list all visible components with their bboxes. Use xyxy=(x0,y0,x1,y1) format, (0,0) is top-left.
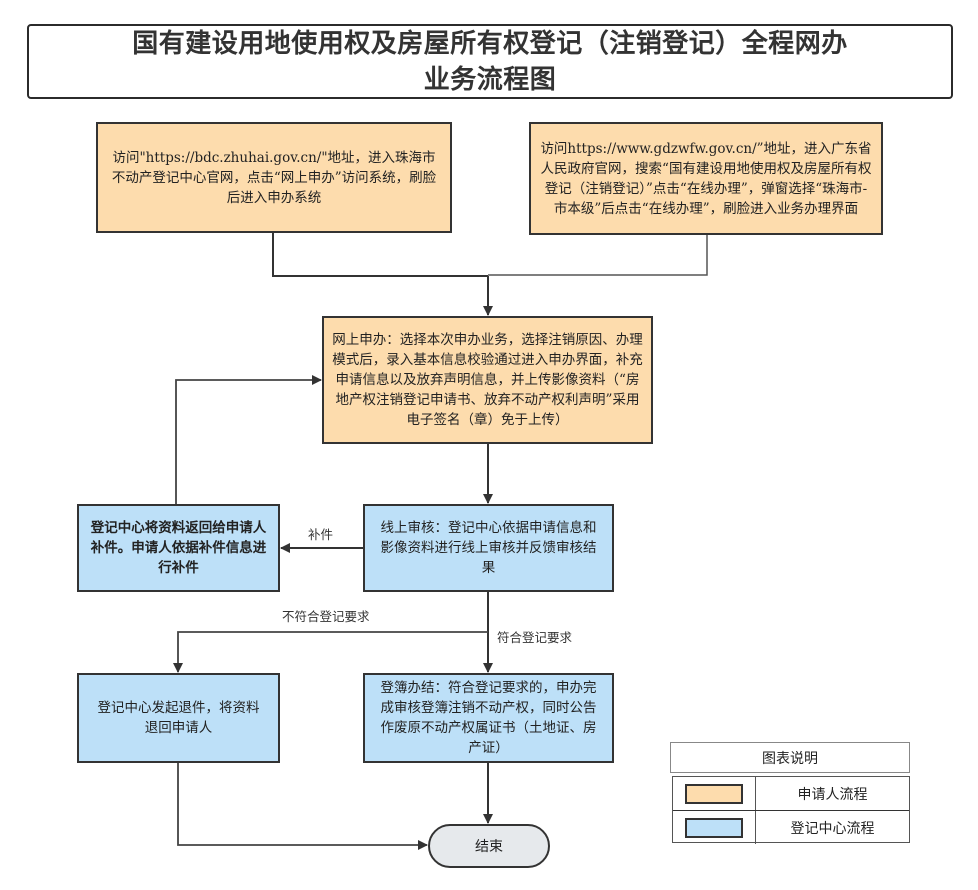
diagram-title-line1: 国有建设用地使用权及房屋所有权登记（注销登记）全程网办 xyxy=(132,28,848,59)
edge-label-supplement: 补件 xyxy=(308,527,334,542)
legend-row-center: 登记中心流程 xyxy=(673,811,909,844)
edge-return-to-end xyxy=(177,762,428,850)
edge-label-not-compliant: 不符合登记要求 xyxy=(282,609,370,624)
edge-gdzwfw-to-apply xyxy=(488,234,708,276)
node-access-gdzwfw-text: 访问https://www.gdzwfw.gov.cn/”地址，进入广东省人民政… xyxy=(540,140,872,217)
legend-label-center: 登记中心流程 xyxy=(790,820,875,837)
node-end-text: 结束 xyxy=(475,839,503,855)
legend-row-applicant: 申请人流程 xyxy=(673,777,909,811)
legend-label-applicant: 申请人流程 xyxy=(797,786,868,803)
node-end-terminal: 结束 xyxy=(428,824,550,868)
node-access-zhuhai: 访问"https://bdc.zhuhai.gov.cn/"地址，进入珠海市不动… xyxy=(96,122,452,233)
node-return-case: 登记中心发起退件，将资料退回申请人 xyxy=(77,673,280,763)
node-online-apply-text: 网上申办：选择本次申办业务，选择注销原因、办理模式后，录入基本信息校验通过进入申… xyxy=(332,332,643,428)
legend-swatch-cell xyxy=(673,811,756,844)
legend-table: 申请人流程 登记中心流程 xyxy=(672,776,910,844)
node-online-apply: 网上申办：选择本次申办业务，选择注销原因、办理模式后，录入基本信息校验通过进入申… xyxy=(322,316,653,444)
edge-zhuhai-to-apply xyxy=(272,232,488,277)
node-register-complete: 登簿办结：符合登记要求的，申办完成审核登簿注销不动产权，同时公告作废原不动产权属… xyxy=(363,673,614,763)
node-access-gdzwfw: 访问https://www.gdzwfw.gov.cn/”地址，进入广东省人民政… xyxy=(529,122,883,235)
node-online-review: 线上审核：登记中心依据申请信息和影像资料进行线上审核并反馈审核结果 xyxy=(363,504,614,592)
node-online-review-text: 线上审核：登记中心依据申请信息和影像资料进行线上审核并反馈审核结果 xyxy=(380,520,597,576)
node-return-case-text: 登记中心发起退件，将资料退回申请人 xyxy=(97,700,260,736)
node-supplement: 登记中心将资料返回给申请人补件。申请人依据补件信息进行补件 xyxy=(77,504,280,592)
node-access-zhuhai-text: 访问"https://bdc.zhuhai.gov.cn/"地址，进入珠海市不动… xyxy=(111,149,437,206)
edge-label-compliant: 符合登记要求 xyxy=(497,630,573,645)
edge-supplement-to-apply xyxy=(175,375,322,504)
legend-swatch-applicant xyxy=(685,783,743,804)
node-register-complete-text: 登簿办结：符合登记要求的，申办完成审核登簿注销不动产权，同时公告作废原不动产权属… xyxy=(380,680,597,756)
diagram-title-line2: 业务流程图 xyxy=(423,64,557,95)
diagram-title-box: 国有建设用地使用权及房屋所有权登记（注销登记）全程网办 业务流程图 xyxy=(27,24,953,99)
legend-title-box: 图表说明 xyxy=(670,742,910,773)
diagram-title: 国有建设用地使用权及房屋所有权登记（注销登记）全程网办 业务流程图 xyxy=(132,26,848,98)
legend-swatch-cell xyxy=(673,777,756,810)
node-supplement-text: 登记中心将资料返回给申请人补件。申请人依据补件信息进行补件 xyxy=(90,520,267,576)
legend-swatch-center xyxy=(685,817,743,838)
edge-review-to-return xyxy=(173,631,488,673)
legend-title: 图表说明 xyxy=(762,750,818,767)
